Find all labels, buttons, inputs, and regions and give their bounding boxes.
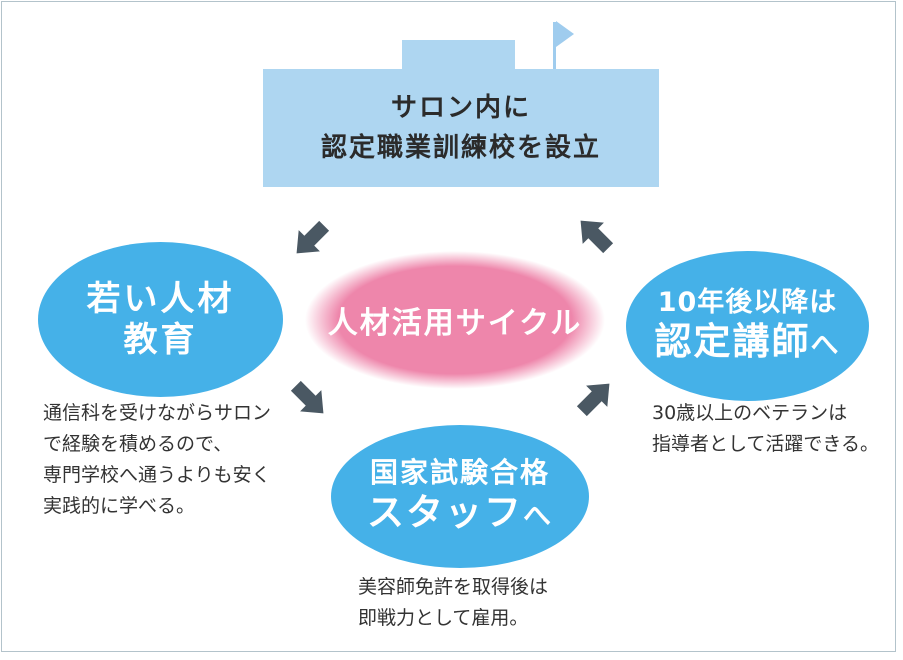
node-exam-passed-line2: スタッフへ <box>367 491 553 538</box>
left-desc-line3: 専門学校へ通うよりも安く <box>43 464 271 486</box>
node-certified-line2-main: 認定講師 <box>654 319 811 363</box>
building-body: サロン内に 認定職業訓練校を設立 <box>263 69 659 187</box>
node-exam-passed-line1: 国家試験合格 <box>369 456 550 489</box>
cycle-center-ellipse: 人材活用サイクル <box>305 251 605 389</box>
right-node-description: 30歳以上のベテランは 指導者として活躍できる。 <box>652 398 879 460</box>
arrow-down-right-icon <box>279 369 341 431</box>
building-title-line1: サロン内に <box>390 93 531 123</box>
left-desc-line4: 実践的に学べる。 <box>43 495 196 517</box>
node-young-talent-line1: 若い人材 <box>86 278 235 319</box>
right-desc-line1: 30歳以上のベテランは <box>652 402 848 424</box>
bottom-desc-line2: 即戦力として雇用。 <box>358 607 529 629</box>
bottom-desc-line1: 美容師免許を取得後は <box>358 576 549 598</box>
arrow-down-left-icon <box>279 209 341 271</box>
cycle-center-label: 人材活用サイクル <box>327 306 583 341</box>
node-exam-passed-line2-main: スタッフ <box>366 491 523 534</box>
left-desc-line1: 通信科を受けながらサロン <box>43 402 272 424</box>
left-node-description: 通信科を受けながらサロン で経験を積めるので、 専門学校へ通うよりも安く 実践的… <box>43 398 271 522</box>
building-title: サロン内に 認定職業訓練校を設立 <box>321 88 601 168</box>
arrow-up-left-icon <box>563 203 625 265</box>
node-certified-instructor: 10年後以降は 認定講師へ <box>626 251 869 401</box>
node-certified-line2: 認定講師へ <box>654 320 840 367</box>
arrow-up-right-icon <box>565 366 627 428</box>
node-certified-line2-suffix: へ <box>810 327 841 361</box>
building-roof-block <box>402 40 515 71</box>
right-desc-line2: 指導者として活躍できる。 <box>652 433 880 455</box>
node-exam-passed-staff: 国家試験合格 スタッフへ <box>331 425 589 568</box>
flag-pole <box>553 22 556 70</box>
flag-icon <box>556 21 574 47</box>
building-title-line2: 認定職業訓練校を設立 <box>320 133 601 163</box>
node-certified-line1: 10年後以降は <box>657 286 838 318</box>
left-desc-line2: で経験を積めるので、 <box>43 433 233 455</box>
bottom-node-description: 美容師免許を取得後は 即戦力として雇用。 <box>358 572 548 634</box>
node-young-talent-line2: 教育 <box>123 319 198 360</box>
node-exam-passed-line2-suffix: へ <box>522 499 553 532</box>
node-young-talent: 若い人材 教育 <box>38 242 283 397</box>
